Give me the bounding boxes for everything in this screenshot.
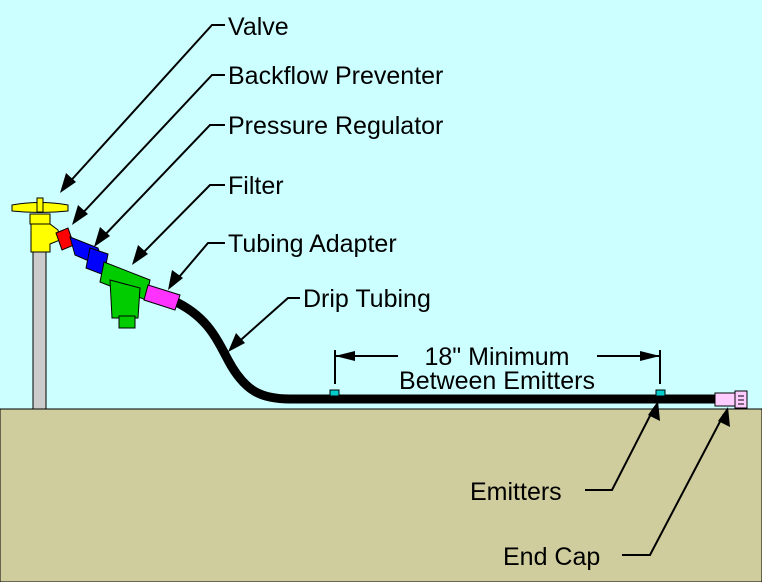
emitter	[655, 389, 666, 397]
label-tubing-adapter: Tubing Adapter	[228, 230, 397, 258]
label-drip-tubing: Drip Tubing	[303, 285, 431, 313]
label-end-cap: End Cap	[503, 543, 600, 571]
label-pressure-regulator: Pressure Regulator	[228, 112, 443, 140]
dimension-line	[334, 350, 661, 384]
end-cap	[714, 390, 748, 409]
label-filter: Filter	[228, 172, 284, 200]
label-valve: Valve	[228, 13, 289, 41]
emitter	[329, 389, 340, 397]
dimension-label-line1: 18" Minimum	[424, 343, 569, 371]
riser-pipe	[32, 251, 47, 410]
filter	[99, 261, 151, 329]
tubing-adapter	[143, 284, 181, 311]
dimension-label-line2: Between Emitters	[399, 367, 595, 395]
ground	[0, 408, 762, 582]
drip-tubing	[170, 295, 716, 404]
leader-lines	[65, 24, 725, 556]
label-emitters: Emitters	[470, 478, 562, 506]
arrowheads	[60, 173, 730, 427]
label-backflow-preventer: Backflow Preventer	[228, 62, 443, 90]
valve	[11, 197, 69, 253]
